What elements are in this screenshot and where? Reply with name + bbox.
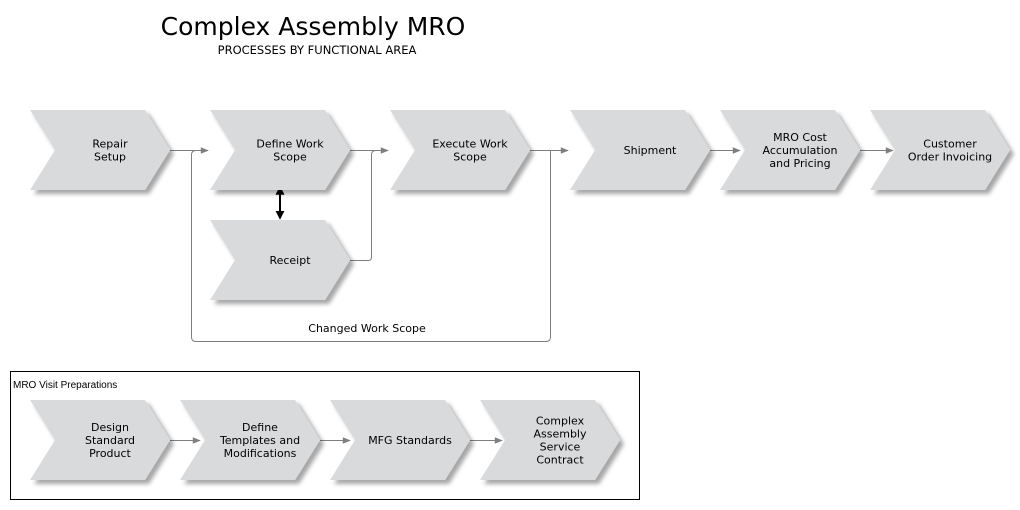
chevron-label-line: Scope [273,151,307,164]
chevron-shape [720,110,860,190]
chevron-label-line: Order Invoicing [908,151,992,164]
chevron-shape [210,110,350,190]
chevron-shape [210,220,350,300]
loop-connector-changed-work-scope [191,150,551,342]
chevron-label-line: Define [242,421,278,434]
chevron-label-line: MFG Standards [368,434,452,447]
chevron-shape [330,400,470,480]
chevron-shape [480,400,620,480]
chevron-label-line: Standard [85,434,135,447]
chevron-label-line: Repair [92,138,128,151]
chevron-label-line: Define Work [256,138,324,151]
connectors [170,147,894,444]
chevron-label-line: Execute Work [432,138,508,151]
chevron-label-line: Shipment [624,144,677,157]
chevron-shape [30,400,170,480]
chevron-label-line: Receipt [269,254,311,267]
chevron-label-line: MRO Cost [773,131,827,144]
chevron-receipt[interactable]: Receipt [210,220,350,300]
chevron-label-line: Complex [536,415,585,428]
chevron-label-line: Accumulation [763,144,838,157]
chevron-shape [180,400,320,480]
connector-receipt-to-execute [350,150,377,261]
chevron-label-line: Design [91,421,129,434]
chevron-label-line: Scope [453,151,487,164]
group-label: MRO Visit Preparations [13,380,117,391]
chevron-label-line: Service [540,441,581,454]
chevron-label-line: Templates and [219,434,300,447]
chevron-label-line: Contract [536,454,584,467]
group-box-mro-visit-preparations [10,371,640,500]
chevron-label-line: Setup [94,151,126,164]
chevron-shape [30,110,170,190]
diagram-subtitle: PROCESSES BY FUNCTIONAL AREA [217,43,417,57]
chevron-shipment[interactable]: Shipment [570,110,710,190]
loop-label-changed-work-scope: Changed Work Scope [308,322,426,335]
chevron-label-line: Customer [923,138,977,151]
chevron-shape [390,110,530,190]
chevron-mfg-standards[interactable]: MFG Standards [330,400,470,480]
chevron-label-line: Assembly [533,428,587,441]
chevron-label-line: and Pricing [769,157,830,170]
chevron-shape [870,110,1010,190]
diagram-title: Complex Assembly MRO [160,12,466,41]
chevron-label-line: Product [89,447,131,460]
chevron-shape [570,110,710,190]
chevron-label-line: Modifications [224,447,297,460]
